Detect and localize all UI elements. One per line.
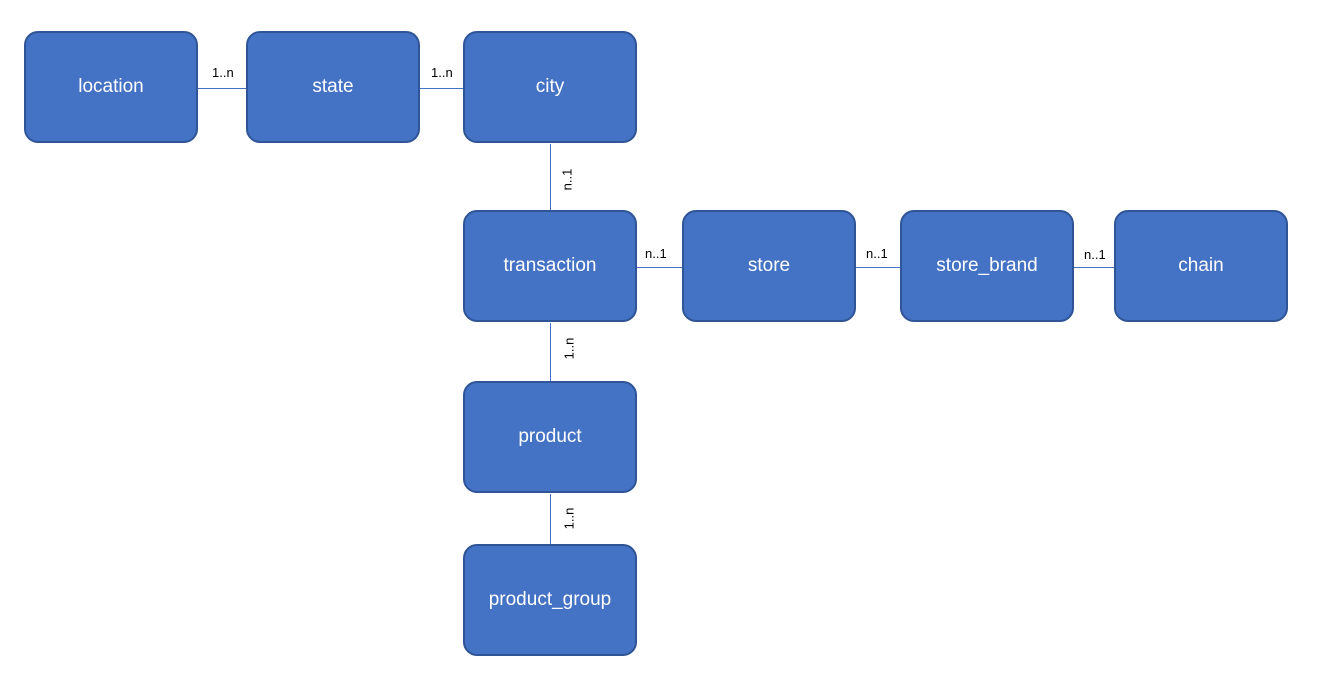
node-transaction: transaction — [463, 210, 637, 322]
cardinality-transaction-product: 1..n — [561, 337, 577, 360]
node-chain: chain — [1114, 210, 1288, 322]
node-store-brand: store_brand — [900, 210, 1074, 322]
cardinality-transaction-store: n..1 — [645, 246, 667, 261]
cardinality-location-state: 1..n — [212, 65, 234, 80]
connector-transaction-product — [550, 323, 551, 381]
connector-transaction-store — [637, 267, 682, 268]
node-city: city — [463, 31, 637, 143]
connector-state-city — [420, 88, 463, 89]
cardinality-product-product-group: 1..n — [561, 507, 577, 530]
connector-store-store-brand — [855, 267, 900, 268]
connector-location-state — [198, 88, 246, 89]
cardinality-city-transaction: n..1 — [559, 168, 575, 191]
node-location: location — [24, 31, 198, 143]
cardinality-state-city: 1..n — [431, 65, 453, 80]
cardinality-store-brand-chain: n..1 — [1084, 247, 1106, 262]
connector-product-product-group — [550, 494, 551, 544]
node-product-group: product_group — [463, 544, 637, 656]
connector-city-transaction — [550, 144, 551, 210]
node-store: store — [682, 210, 856, 322]
node-state: state — [246, 31, 420, 143]
cardinality-store-store-brand: n..1 — [866, 246, 888, 261]
node-product: product — [463, 381, 637, 493]
connector-store-brand-chain — [1073, 267, 1114, 268]
